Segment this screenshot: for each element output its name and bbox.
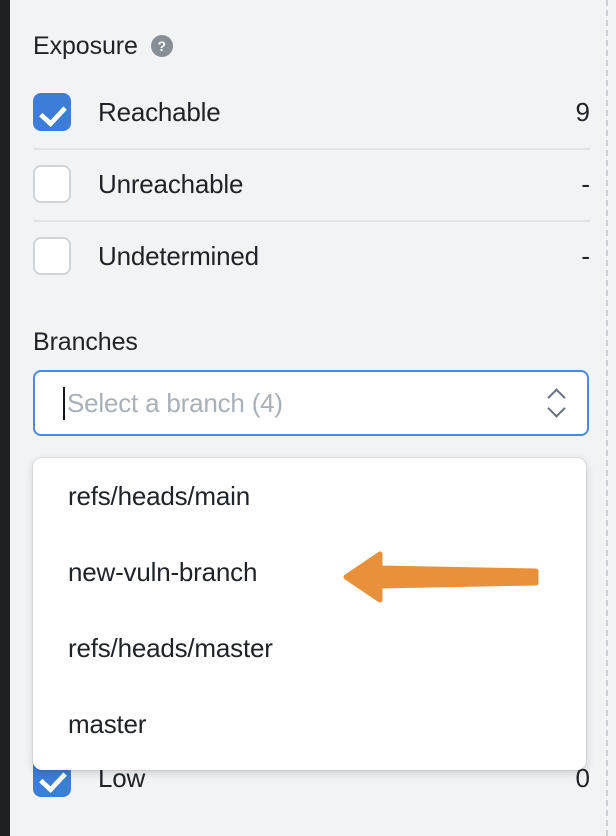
facet-label-undetermined: Undetermined bbox=[98, 240, 259, 271]
exposure-facet: Exposure ? Reachable 9 Unreachable - Und… bbox=[33, 28, 590, 292]
facet-count-undetermined: - bbox=[581, 240, 590, 271]
facet-row-unreachable[interactable]: Unreachable - bbox=[33, 148, 590, 220]
chevron-up-down-icon[interactable] bbox=[547, 388, 567, 418]
facet-label-reachable: Reachable bbox=[98, 96, 221, 127]
branch-select-input[interactable]: Select a branch (4) bbox=[33, 370, 589, 436]
facet-row-undetermined[interactable]: Undetermined - bbox=[33, 220, 590, 292]
menu-item-refs-heads-main[interactable]: refs/heads/main bbox=[68, 480, 250, 511]
branches-section: Branches Select a branch (4) bbox=[33, 328, 589, 436]
question-mark-icon[interactable]: ? bbox=[150, 35, 173, 57]
facet-count-reachable: 9 bbox=[575, 96, 590, 127]
facet-count-unreachable: - bbox=[581, 168, 590, 199]
left-chrome-rail bbox=[0, 0, 10, 836]
branch-dropdown-menu[interactable]: refs/heads/main new-vuln-branch refs/hea… bbox=[33, 458, 586, 770]
branches-title: Branches bbox=[33, 328, 138, 356]
facet-count-low: 0 bbox=[575, 762, 590, 793]
exposure-facet-title: Exposure bbox=[33, 31, 138, 60]
facet-row-reachable[interactable]: Reachable 9 bbox=[33, 76, 590, 148]
menu-item-refs-heads-master[interactable]: refs/heads/master bbox=[68, 632, 273, 663]
branch-select-placeholder: Select a branch (4) bbox=[67, 387, 283, 418]
exposure-facet-list: Reachable 9 Unreachable - Undetermined - bbox=[33, 76, 590, 292]
facet-label-unreachable: Unreachable bbox=[98, 168, 244, 199]
checkbox-undetermined[interactable] bbox=[33, 237, 71, 275]
right-edge-dashed-guide bbox=[606, 0, 608, 836]
menu-item-new-vuln-branch[interactable]: new-vuln-branch bbox=[68, 556, 258, 587]
checkbox-reachable[interactable] bbox=[33, 93, 71, 131]
checkbox-unreachable[interactable] bbox=[33, 165, 71, 203]
exposure-facet-header: Exposure ? bbox=[33, 28, 590, 64]
menu-item-master[interactable]: master bbox=[68, 708, 147, 739]
text-caret bbox=[63, 386, 65, 420]
